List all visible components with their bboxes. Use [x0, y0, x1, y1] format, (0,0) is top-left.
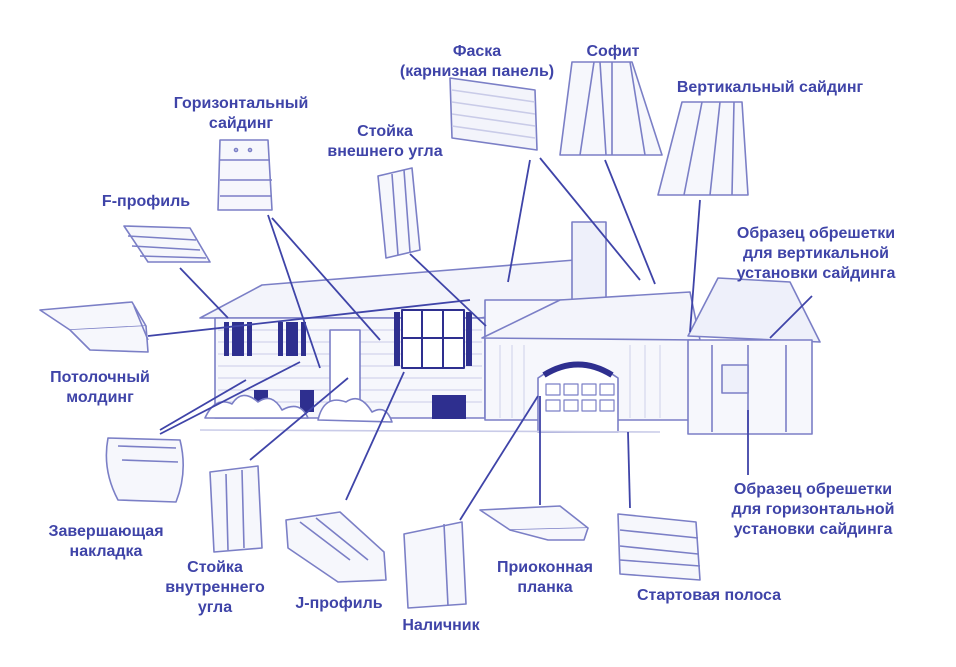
- component-starter-strip: [617, 513, 701, 581]
- label-vertical-siding: Вертикальный сайдинг: [676, 79, 864, 96]
- component-outer-corner: [377, 167, 421, 259]
- label-j-profile: J-профиль: [295, 595, 383, 612]
- right-wing-wall: [687, 339, 813, 435]
- component-f-profile: [123, 225, 211, 263]
- label-casing: Наличник: [402, 617, 480, 634]
- component-casing: [403, 521, 467, 609]
- garage-roof: [481, 291, 701, 341]
- component-soffit: [559, 61, 663, 156]
- component-window-strip: [479, 505, 589, 541]
- component-j-profile: [285, 511, 387, 583]
- chimney: [571, 221, 607, 303]
- component-inner-corner: [209, 465, 263, 553]
- label-soffit: Софит: [586, 43, 640, 60]
- component-ceiling-molding: [39, 301, 149, 353]
- label-fascia: Фаска(карнизная панель): [399, 43, 555, 80]
- house-illustration: [199, 221, 821, 435]
- component-fascia: [449, 77, 538, 151]
- leader-lines: [147, 157, 813, 521]
- label-starter-strip: Стартовая полоса: [636, 587, 782, 604]
- label-f-profile: F-профиль: [101, 193, 191, 210]
- component-horizontal-siding: [217, 139, 273, 211]
- component-finish-trim: [105, 437, 184, 503]
- right-wing-roof: [687, 277, 821, 343]
- component-vertical-siding: [657, 101, 749, 196]
